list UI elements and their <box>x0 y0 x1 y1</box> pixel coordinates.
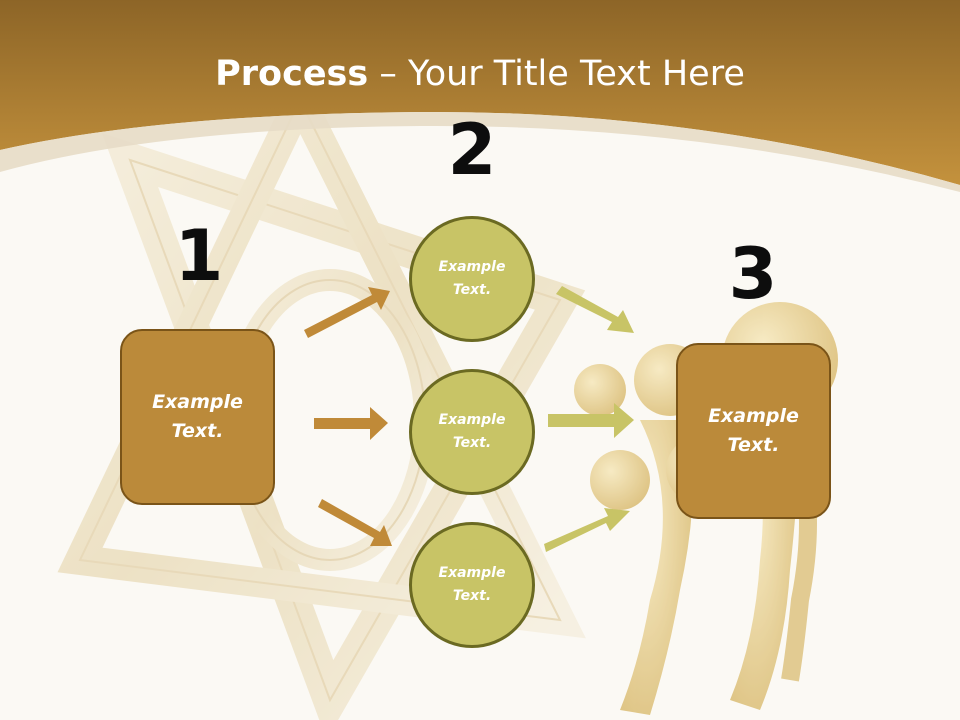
step-number-2: 2 <box>447 109 497 191</box>
left-process-box: Example Text. <box>120 329 275 505</box>
circle-middle-text: Example Text. <box>438 412 506 451</box>
header-band <box>0 0 960 185</box>
circle-node-top: Example Text. <box>409 216 535 342</box>
right-process-box: Example Text. <box>676 343 831 519</box>
circle-top-text: Example Text. <box>438 259 506 298</box>
title-bold: Process <box>215 54 369 94</box>
circle-node-bottom: Example Text. <box>409 522 535 648</box>
title-rest: – Your Title Text Here <box>368 54 745 94</box>
step-number-3: 3 <box>728 233 778 315</box>
page-title: Process – Your Title Text Here <box>0 52 960 96</box>
right-box-text: Example Text. <box>708 405 799 456</box>
step-number-1: 1 <box>174 215 224 297</box>
circle-bottom-text: Example Text. <box>438 565 506 604</box>
left-box-text: Example Text. <box>152 391 243 442</box>
circle-node-middle: Example Text. <box>409 369 535 495</box>
header-curve-highlight <box>0 111 960 192</box>
